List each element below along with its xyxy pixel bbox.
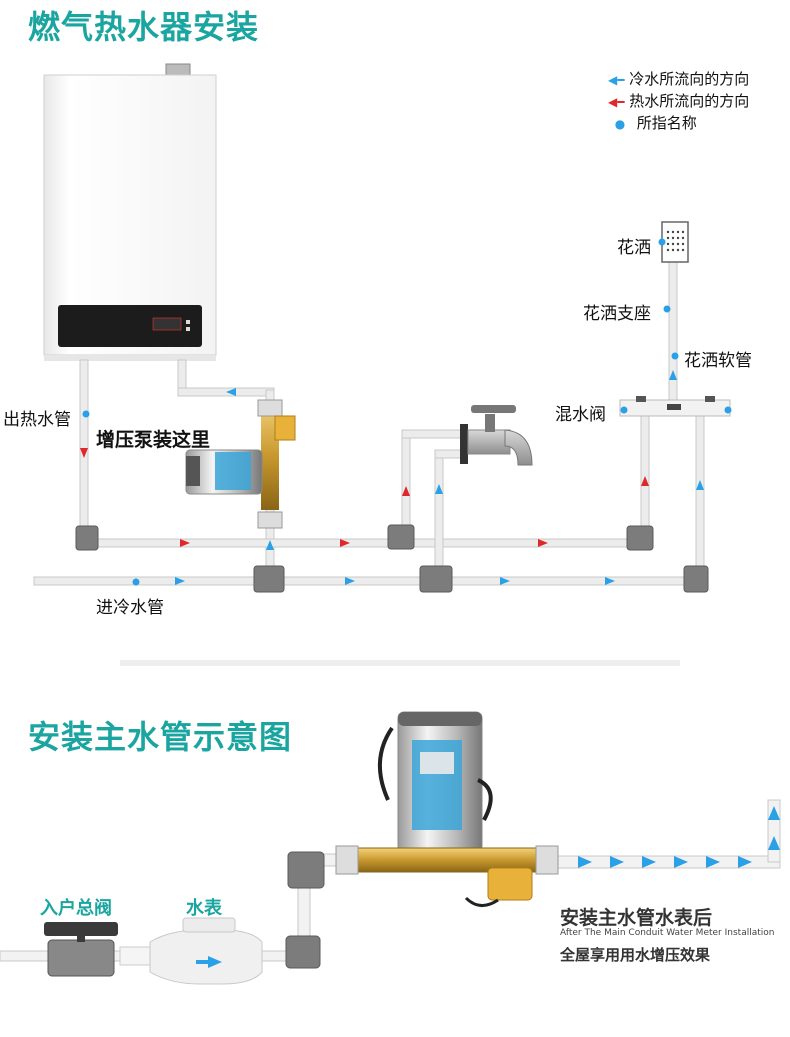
label-main-valve: 入户总阀 <box>40 894 112 920</box>
label-hot-out: 出热水管 <box>3 405 71 430</box>
label-after-meter-cn: 安装主水管水表后 <box>560 903 712 930</box>
shower-head <box>662 222 688 262</box>
label-shower-hose: 花洒软管 <box>684 346 752 371</box>
water-meter <box>120 918 262 984</box>
label-whole-house: 全屋享用用水增压效果 <box>560 944 710 965</box>
label-after-meter-en: After The Main Conduit Water Meter Insta… <box>560 928 774 938</box>
label-shower-mount: 花洒支座 <box>583 299 651 324</box>
label-cold-in: 进冷水管 <box>96 593 164 618</box>
booster-pump-large <box>336 712 558 906</box>
label-meter: 水表 <box>186 894 222 920</box>
booster-pump-small <box>186 400 295 528</box>
main-valve <box>44 922 118 976</box>
label-shower-head: 花洒 <box>617 233 651 258</box>
label-mixing-valve: 混水阀 <box>555 400 606 425</box>
label-pump-here: 增压泵装这里 <box>96 425 210 452</box>
faucet <box>460 405 532 465</box>
section2-title: 安装主水管示意图 <box>28 712 292 758</box>
water-heater <box>44 64 216 361</box>
